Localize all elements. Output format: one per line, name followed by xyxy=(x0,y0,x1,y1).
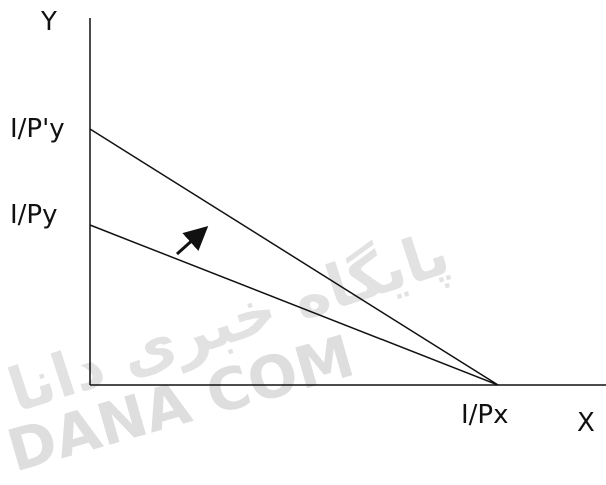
y-intercept-new-label: I/P'y xyxy=(10,114,65,144)
budget-line-new xyxy=(89,128,499,386)
x-axis-label: X xyxy=(577,408,595,438)
x-intercept-label: I/Px xyxy=(461,400,509,430)
budget-line-diagram xyxy=(89,18,606,386)
y-intercept-original-label: I/Py xyxy=(10,200,58,230)
shift-arrow xyxy=(175,225,209,256)
budget-line-original xyxy=(89,224,499,386)
y-axis-label: Y xyxy=(41,7,57,37)
